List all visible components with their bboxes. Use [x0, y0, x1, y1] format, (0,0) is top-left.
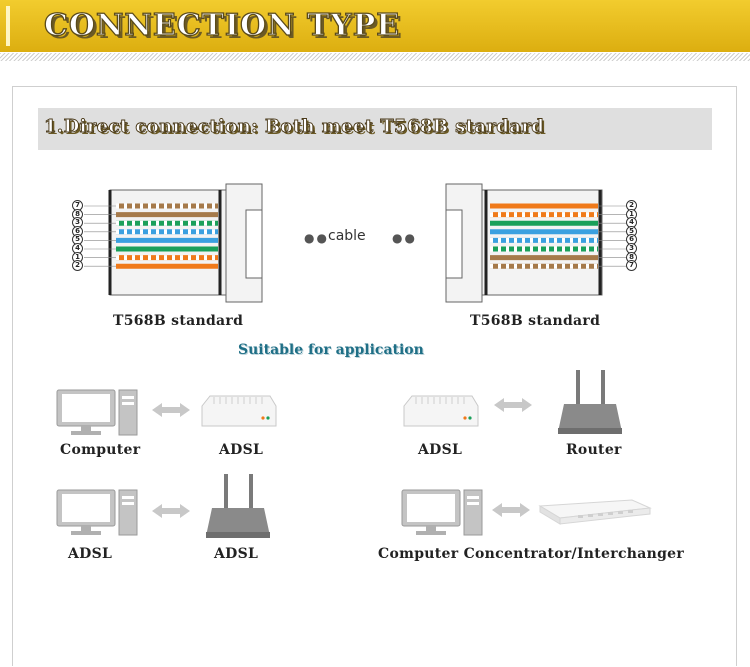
right-standard-label: T568B standard [470, 313, 601, 329]
banner-edge [6, 6, 10, 46]
computer-icon [56, 389, 138, 436]
double-arrow-icon [152, 403, 190, 417]
application-title: Suitable for application [238, 342, 424, 358]
page-title: CONNECTION TYPE [43, 7, 401, 43]
left-connector-diagram [84, 183, 263, 303]
right-connector-diagram [445, 183, 626, 303]
pair2-left-label: ADSL [418, 442, 463, 458]
computer-icon [56, 489, 138, 536]
computer-icon [401, 489, 483, 536]
divider-stripe [0, 53, 750, 61]
switch-icon [538, 499, 652, 525]
section-title: 1.Direct connection: Both meet T568B sta… [44, 116, 545, 138]
header-banner [0, 0, 750, 52]
adsl-modem-icon [403, 395, 479, 427]
pin-number: 2 [72, 260, 83, 272]
router-icon [558, 370, 622, 434]
section-bar [38, 108, 712, 150]
cable-label: cable [328, 228, 366, 244]
content-panel [12, 86, 737, 666]
double-arrow-icon [492, 503, 530, 517]
cable-dots-left: ●● [304, 231, 329, 245]
double-arrow-icon [494, 398, 532, 412]
double-arrow-icon [152, 504, 190, 518]
left-standard-label: T568B standard [113, 313, 244, 329]
adsl-modem-icon [201, 395, 277, 427]
pair1-left-label: Computer [60, 442, 141, 458]
pair2-right-label: Router [566, 442, 622, 458]
pair3-right-label: ADSL [214, 546, 259, 562]
pair4-left-label: Computer Concentrator/Interchanger [378, 546, 685, 562]
pair3-left-label: ADSL [68, 546, 113, 562]
pin-number: 7 [626, 260, 637, 272]
cable-dots-right: ●● [392, 231, 417, 245]
pair1-right-label: ADSL [219, 442, 264, 458]
router-icon [206, 474, 270, 538]
